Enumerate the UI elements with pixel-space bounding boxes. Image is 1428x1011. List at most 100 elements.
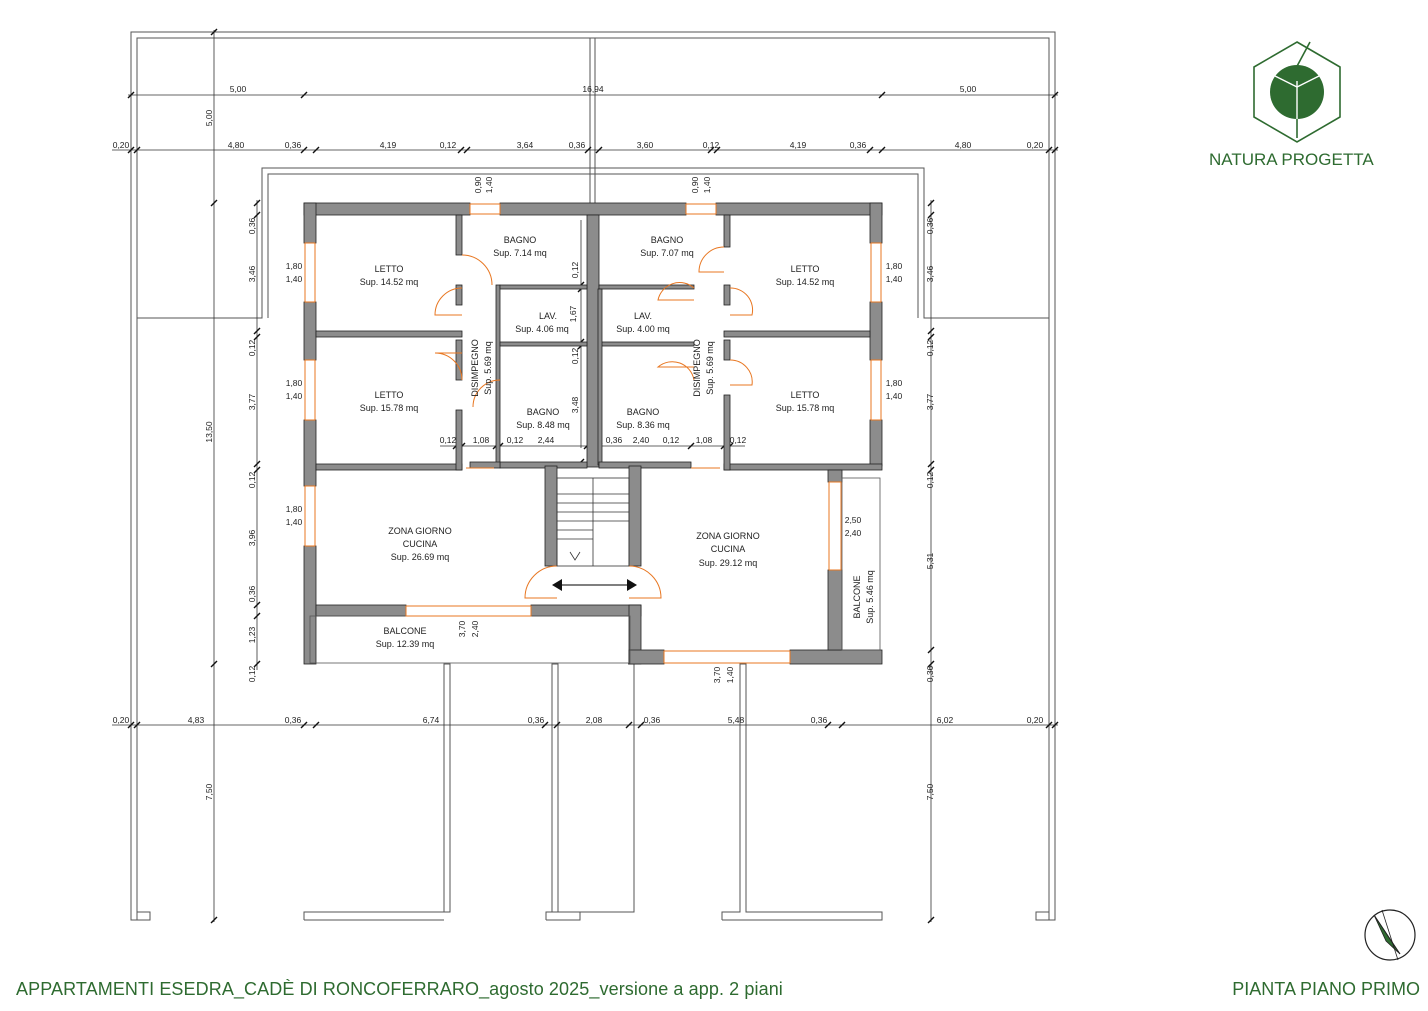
opening-width: 3,70 (712, 666, 722, 683)
dimension-tick (210, 199, 218, 207)
dimension-tick (927, 460, 935, 468)
opening-height: 1,40 (725, 666, 735, 683)
opening-height: 1,40 (484, 176, 494, 193)
dim-label: 0,12 (663, 435, 680, 445)
opening-width: 2,50 (845, 515, 862, 525)
room-area: Sup. 8.48 mq (516, 420, 570, 430)
dim-label: 5,48 (728, 715, 745, 725)
dim-label: 3,77 (247, 393, 257, 410)
dimension-tick (133, 721, 141, 729)
opening-height: 2,40 (845, 528, 862, 538)
opening-height: 1,40 (886, 391, 903, 401)
room-name: ZONA GIORNO (696, 531, 760, 541)
room-name: LAV. (539, 311, 557, 321)
dimension-tick (927, 199, 935, 207)
room-labels: LETTO Sup. 14.52 mq BAGNO Sup. 7.14 mq B… (360, 235, 875, 649)
dimension-tick (253, 660, 261, 668)
dimension-tick (210, 28, 218, 36)
dim-label: 0,36 (606, 435, 623, 445)
opening-width: 1,80 (286, 261, 303, 271)
room-area: Sup. 4.06 mq (515, 324, 569, 334)
dimension-tick (927, 646, 935, 654)
opening-width: 0,90 (690, 176, 700, 193)
dim-label: 0,12 (507, 435, 524, 445)
dim-label: 0,12 (247, 665, 257, 682)
room-area: Sup. 14.52 mq (776, 277, 835, 287)
dim-label: 13,50 (204, 421, 214, 443)
dim-label: 0,12 (730, 435, 747, 445)
room-area: Sup. 29.12 mq (699, 558, 758, 568)
dim-label: 4,83 (188, 715, 205, 725)
dimension-ticks (127, 28, 1059, 924)
dim-label: 0,12 (703, 140, 720, 150)
dim-label: 0,12 (247, 339, 257, 356)
dim-label: 6,02 (937, 715, 954, 725)
dim-label: 0,12 (570, 347, 580, 364)
dim-label: 0,36 (247, 217, 257, 234)
room-name: DISIMPEGNO (470, 339, 480, 397)
dimension-tick (625, 721, 633, 729)
room-name: LETTO (375, 264, 404, 274)
windows (304, 203, 882, 664)
room-area: Sup. 15.78 mq (360, 403, 419, 413)
dimension-tick (878, 146, 886, 154)
dim-label: 0,36 (811, 715, 828, 725)
dimension-tick (553, 721, 561, 729)
dim-label: 2,40 (633, 435, 650, 445)
room-name-line2: CUCINA (403, 539, 438, 549)
room-name: BAGNO (651, 235, 684, 245)
dimension-tick (253, 612, 261, 620)
dimension-tick (595, 146, 603, 154)
brand-name: NATURA PROGETTA (1209, 150, 1374, 169)
dim-label: 6,74 (423, 715, 440, 725)
dimension-tick (927, 333, 935, 341)
dimension-tick (127, 91, 135, 99)
room-name: LETTO (375, 390, 404, 400)
north-arrow-icon (1364, 909, 1416, 961)
dimension-tick (927, 660, 935, 668)
dim-label: 0,12 (570, 261, 580, 278)
dimension-tick (312, 721, 320, 729)
dimension-tick (927, 211, 935, 219)
room-name: BALCONE (852, 575, 862, 618)
dimension-tick (457, 146, 465, 154)
opening-height: 1,40 (286, 274, 303, 284)
dim-label: 1,23 (247, 626, 257, 643)
dim-label: 2,08 (586, 715, 603, 725)
dimension-tick (253, 466, 261, 474)
dim-label: 0,36 (569, 140, 586, 150)
dim-label: 4,80 (228, 140, 245, 150)
dim-label: 7,50 (204, 783, 214, 800)
dim-label: 0,36 (850, 140, 867, 150)
door-swings (434, 246, 754, 599)
dim-label: 3,60 (637, 140, 654, 150)
dim-label: 3,77 (925, 393, 935, 410)
dimension-tick (127, 721, 135, 729)
room-area: Sup. 7.07 mq (640, 248, 694, 258)
room-name: DISIMPEGNO (692, 339, 702, 397)
dimension-tick (1045, 721, 1053, 729)
dimension-tick (584, 146, 592, 154)
dimension-tick (127, 146, 135, 154)
room-area: Sup. 26.69 mq (391, 552, 450, 562)
dim-label: 0,12 (247, 471, 257, 488)
opening-height: 1,40 (286, 517, 303, 527)
dim-label: 3,46 (925, 265, 935, 282)
walls (303, 202, 883, 665)
dimension-tick (1051, 146, 1059, 154)
dimension-tick (300, 146, 308, 154)
room-name: LAV. (634, 311, 652, 321)
dimension-tick (838, 721, 846, 729)
opening-width: 1,80 (286, 504, 303, 514)
dimension-tick (713, 146, 721, 154)
dimension-tick (463, 146, 471, 154)
dim-label: 4,19 (790, 140, 807, 150)
dim-label: 0,12 (440, 140, 457, 150)
dim-label: 5,00 (960, 84, 977, 94)
dim-label: 0,20 (113, 140, 130, 150)
dim-label: 3,48 (570, 396, 580, 413)
opening-height: 1,40 (702, 176, 712, 193)
dimension-tick (927, 466, 935, 474)
dimension-tick (1051, 721, 1059, 729)
